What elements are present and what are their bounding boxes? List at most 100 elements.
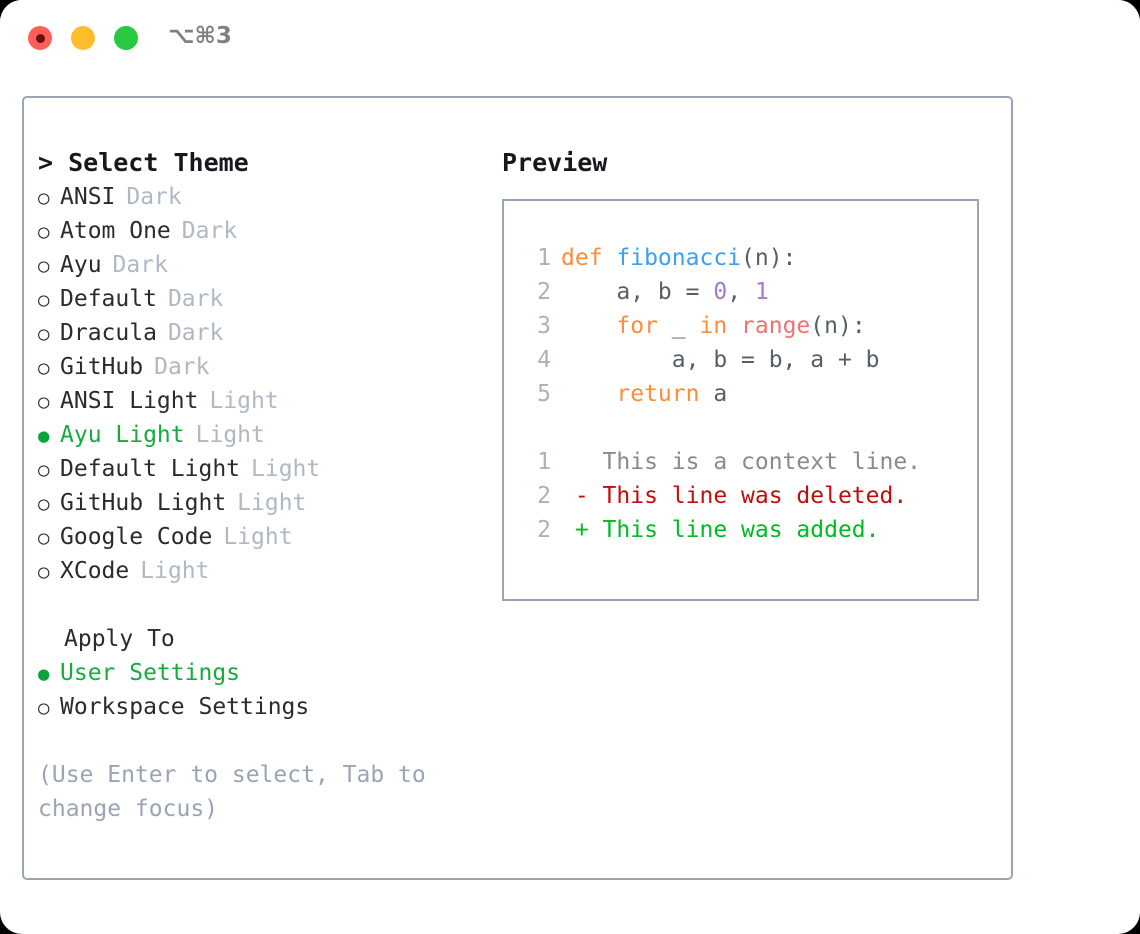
- radio-unselected-icon[interactable]: ○: [38, 493, 50, 515]
- theme-variant-tag: Light: [223, 524, 293, 550]
- theme-name-label: ANSI: [60, 184, 116, 210]
- theme-name-label: Default: [60, 286, 157, 312]
- code-diff-separator: [504, 411, 977, 445]
- window-controls: [28, 26, 138, 50]
- code-token: [561, 377, 616, 411]
- theme-list-item[interactable]: ○ ANSI Dark: [38, 180, 468, 214]
- theme-list-item[interactable]: ○ Ayu Dark: [38, 248, 468, 282]
- apply-to-item[interactable]: ● User Settings: [38, 656, 468, 690]
- code-token: return: [616, 381, 700, 407]
- apply-to-label: Workspace Settings: [60, 694, 310, 720]
- radio-unselected-icon[interactable]: ○: [38, 221, 50, 243]
- code-token: This is a context line.: [561, 449, 922, 475]
- theme-variant-tag: Dark: [181, 218, 238, 244]
- preview-heading: Preview: [502, 148, 608, 177]
- code-token: - This line was deleted.: [561, 483, 908, 509]
- code-token: 1: [754, 279, 769, 305]
- diff-line: 1 This is a context line.: [504, 445, 977, 479]
- code-token: ,: [727, 279, 755, 305]
- code-token: (n):: [810, 313, 866, 339]
- theme-variant-tag: Light: [237, 490, 307, 516]
- radio-unselected-icon[interactable]: ○: [38, 323, 50, 345]
- radio-unselected-icon[interactable]: ○: [38, 561, 50, 583]
- close-button[interactable]: [28, 26, 52, 50]
- theme-variant-tag: Light: [209, 388, 279, 414]
- radio-selected-icon[interactable]: ●: [38, 425, 50, 447]
- theme-variant-tag: Dark: [126, 184, 182, 210]
- maximize-button[interactable]: [114, 26, 138, 50]
- minimize-button[interactable]: [71, 26, 95, 50]
- apply-to-item[interactable]: ○ Workspace Settings: [38, 690, 468, 724]
- theme-list-item[interactable]: ○ XCode Light: [38, 554, 468, 588]
- theme-variant-tag: Light: [140, 558, 210, 584]
- theme-list-item[interactable]: ○ GitHub Dark: [38, 350, 468, 384]
- code-token: + This line was added.: [561, 517, 880, 543]
- radio-unselected-icon[interactable]: ○: [38, 697, 50, 719]
- theme-variant-tag: Light: [195, 422, 265, 448]
- code-token: range: [741, 313, 811, 339]
- keyboard-shortcut-label: ⌥⌘3: [168, 23, 232, 49]
- list-spacer: [38, 588, 468, 622]
- theme-list-item[interactable]: ○ Atom One Dark: [38, 214, 468, 248]
- radio-unselected-icon[interactable]: ○: [38, 289, 50, 311]
- theme-name-label: ANSI Light: [60, 388, 199, 414]
- theme-variant-tag: Dark: [154, 354, 210, 380]
- theme-name-label: GitHub: [60, 354, 144, 380]
- line-number: 1: [537, 245, 551, 271]
- code-line: 5 return a: [504, 377, 977, 411]
- code-token: [727, 309, 741, 343]
- theme-name-label: Default Light: [60, 456, 241, 482]
- radio-unselected-icon[interactable]: ○: [38, 459, 50, 481]
- radio-selected-icon[interactable]: ●: [38, 663, 50, 685]
- theme-name-label: Dracula: [60, 320, 157, 346]
- radio-unselected-icon[interactable]: ○: [38, 255, 50, 277]
- line-number: 2: [537, 517, 551, 543]
- theme-list-item[interactable]: ○ Default Light Light: [38, 452, 468, 486]
- line-number: 3: [537, 313, 551, 339]
- code-line: 3 for _ in range(n):: [504, 309, 977, 343]
- select-theme-heading: > Select Theme: [38, 148, 249, 177]
- code-token: _: [657, 313, 700, 339]
- code-token: for: [616, 313, 658, 339]
- theme-list-item[interactable]: ○ Google Code Light: [38, 520, 468, 554]
- code-token: (n):: [741, 245, 797, 271]
- theme-variant-tag: Dark: [167, 320, 224, 346]
- radio-unselected-icon[interactable]: ○: [38, 357, 50, 379]
- apply-to-label: User Settings: [60, 660, 241, 686]
- diff-sample: 1 This is a context line. 2 - This line w…: [504, 445, 977, 547]
- radio-unselected-icon[interactable]: ○: [38, 187, 50, 209]
- code-token: fibonacci: [616, 245, 742, 271]
- theme-variant-tag: Light: [251, 456, 321, 482]
- theme-variant-tag: Dark: [167, 286, 224, 312]
- radio-unselected-icon[interactable]: ○: [38, 391, 50, 413]
- radio-unselected-icon[interactable]: ○: [38, 527, 50, 549]
- line-number: 1: [537, 449, 551, 475]
- theme-name-label: Google Code: [60, 524, 213, 550]
- theme-list-item[interactable]: ○ ANSI Light Light: [38, 384, 468, 418]
- apply-to-list[interactable]: ● User Settings ○ Workspace Settings: [38, 656, 468, 724]
- theme-variant-tag: Dark: [112, 252, 168, 278]
- line-number: 2: [537, 279, 551, 305]
- theme-list-item[interactable]: ○ Dracula Dark: [38, 316, 468, 350]
- code-line: 4 a, b = b, a + b: [504, 343, 977, 377]
- theme-list-item[interactable]: ○ Default Dark: [38, 282, 468, 316]
- code-token: 0: [713, 279, 728, 305]
- title-bar: ⌥⌘3: [0, 0, 1140, 78]
- code-token: in: [699, 313, 728, 339]
- code-token: a, b =: [561, 279, 714, 305]
- apply-to-heading: Apply To: [64, 626, 175, 652]
- line-number: 4: [537, 347, 551, 373]
- theme-name-label: Ayu: [60, 252, 102, 278]
- theme-name-label: Atom One: [60, 218, 171, 244]
- code-line: 2 a, b = 0, 1: [504, 275, 977, 309]
- theme-name-label: XCode: [60, 558, 130, 584]
- code-token: [561, 309, 616, 343]
